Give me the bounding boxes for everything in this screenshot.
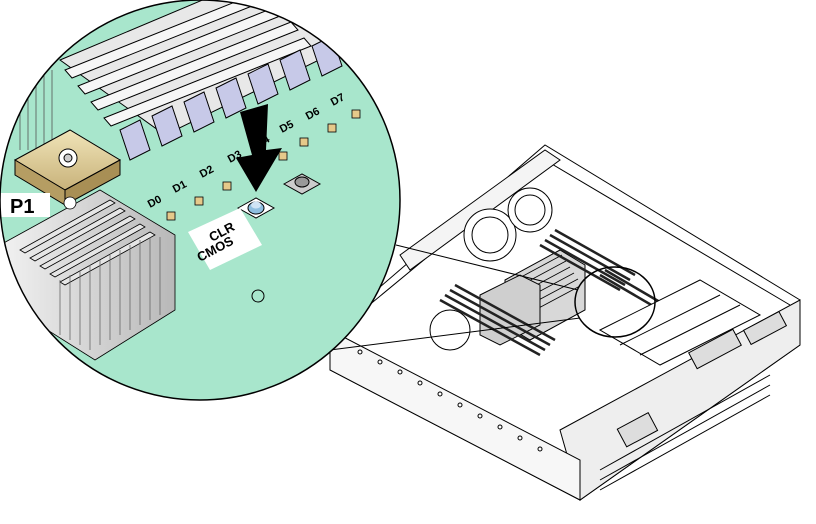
processor-label: P1 <box>10 196 34 218</box>
mounting-hole <box>251 289 265 303</box>
heatsink <box>0 189 176 361</box>
pointer-arrow-icon <box>236 104 282 192</box>
callout-leader-lines <box>329 244 581 351</box>
dimm-label-d5: D5 <box>278 118 296 135</box>
clr-cmos-label-group: CLR CMOS <box>188 208 262 270</box>
second-jumper <box>282 173 322 195</box>
dimm-label-d6: D6 <box>304 105 322 122</box>
dimm-label-d0: D0 <box>146 193 164 210</box>
detail-callout: D0 D1 D2 D3 D4 D5 D6 D7 P1 <box>0 0 401 401</box>
cpu-bracket <box>13 129 122 206</box>
clr-cmos-jumper <box>236 197 276 219</box>
zoom-target-circle <box>574 266 656 338</box>
detail-circle-outline <box>0 0 401 401</box>
server-chassis <box>329 144 801 501</box>
dimm-label-d2: D2 <box>198 163 216 180</box>
dimm-label-d7: D7 <box>329 91 347 108</box>
dimm-label-d1: D1 <box>171 178 189 195</box>
processor-label-box <box>0 193 50 217</box>
